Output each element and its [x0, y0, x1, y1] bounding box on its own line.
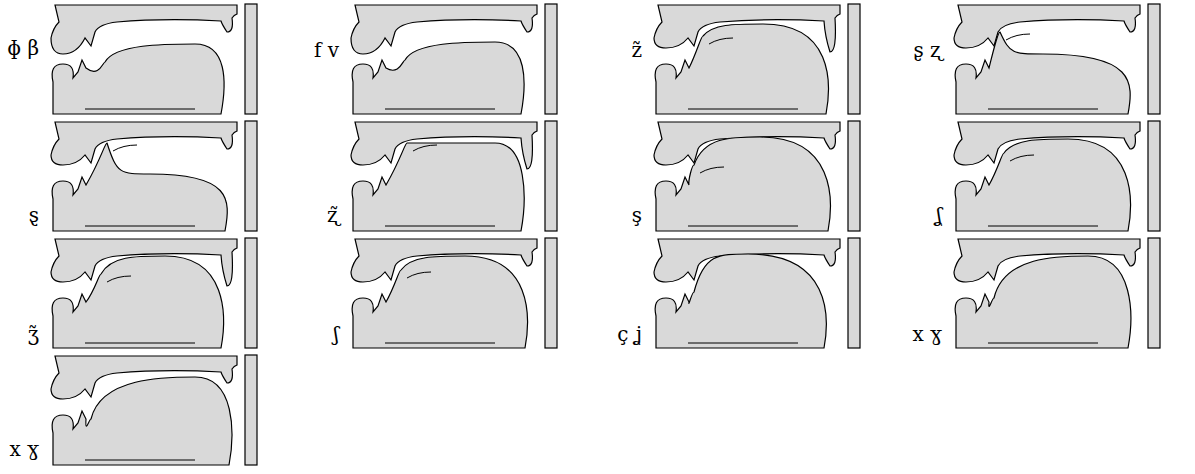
tongue-contour [1010, 155, 1034, 161]
jaw-baseline [385, 109, 495, 110]
vocal-tract-section [654, 121, 860, 231]
jaw-baseline [85, 460, 195, 461]
vocal-tract-section [954, 121, 1160, 231]
tongue-jaw [352, 42, 524, 114]
tongue-jaw [352, 143, 524, 231]
pharynx-wall [245, 238, 257, 348]
jaw-baseline [688, 109, 798, 110]
phoneme-label: ʂ ʐ [913, 38, 942, 62]
jaw-baseline [988, 109, 1098, 110]
tongue-contour [1006, 34, 1030, 40]
vocal-tract-section [654, 238, 860, 348]
pharynx-wall [1148, 4, 1160, 114]
tongue-contour [407, 272, 431, 278]
pharynx-wall [848, 238, 860, 348]
phoneme-label: ʐ̃ [327, 203, 339, 227]
tongue-jaw [352, 256, 527, 348]
tongue-jaw [955, 32, 1130, 114]
vocal-tract-section [51, 4, 257, 114]
jaw-baseline [85, 226, 195, 227]
phoneme-label: x ɣ [9, 437, 39, 461]
jaw-baseline [988, 226, 1098, 227]
pharynx-wall [245, 121, 257, 231]
vocal-tract-section [654, 4, 860, 114]
vocal-tract-section [351, 4, 557, 114]
tongue-contour [709, 38, 733, 44]
tongue-jaw [52, 256, 223, 348]
pharynx-wall [545, 121, 557, 231]
pharynx-wall [245, 355, 257, 465]
tongue-jaw [655, 24, 828, 114]
phoneme-label: ʒ̃ [28, 322, 39, 346]
pharynx-wall [1148, 121, 1160, 231]
vocal-tract-section [954, 4, 1160, 114]
phoneme-label: ʆ [936, 203, 942, 227]
phoneme-label: z̃ [631, 38, 642, 62]
vocal-tract-section [51, 121, 257, 231]
phoneme-label: ʃ [334, 322, 339, 346]
jaw-baseline [385, 226, 495, 227]
tongue-jaw [955, 139, 1130, 231]
vocal-tract-section [351, 238, 557, 348]
jaw-baseline [85, 109, 195, 110]
phoneme-label: ȿ [29, 203, 39, 227]
pharynx-wall [848, 4, 860, 114]
tongue-jaw [955, 256, 1131, 348]
tongue-jaw [52, 377, 232, 465]
vocal-tract-section [351, 121, 557, 231]
vocal-tract-section [954, 238, 1160, 348]
phoneme-label: x ɣ [912, 322, 942, 346]
upper-jaw [954, 5, 1140, 48]
tongue-contour [413, 145, 437, 151]
tongue-contour [113, 145, 137, 151]
pharynx-wall [848, 121, 860, 231]
phoneme-label: ɸ β [7, 36, 39, 60]
phoneme-label: ç ʝ [617, 322, 642, 346]
jaw-baseline [688, 226, 798, 227]
jaw-baseline [988, 343, 1098, 344]
tongue-jaw [52, 44, 224, 114]
pharynx-wall [245, 4, 257, 114]
jaw-baseline [85, 343, 195, 344]
tongue-contour [107, 276, 131, 282]
jaw-baseline [385, 343, 495, 344]
pharynx-wall [545, 238, 557, 348]
phoneme-label: ş [632, 203, 642, 227]
phoneme-label: f v [314, 38, 339, 62]
tongue-jaw [655, 137, 830, 231]
tongue-contour [700, 167, 724, 173]
tongue-jaw [655, 254, 826, 348]
vocal-tract-section [51, 355, 257, 465]
jaw-baseline [688, 343, 798, 344]
vocal-tract-section [51, 238, 257, 348]
tongue-jaw [52, 143, 227, 231]
pharynx-wall [545, 4, 557, 114]
pharynx-wall [1148, 238, 1160, 348]
upper-jaw [51, 122, 237, 165]
